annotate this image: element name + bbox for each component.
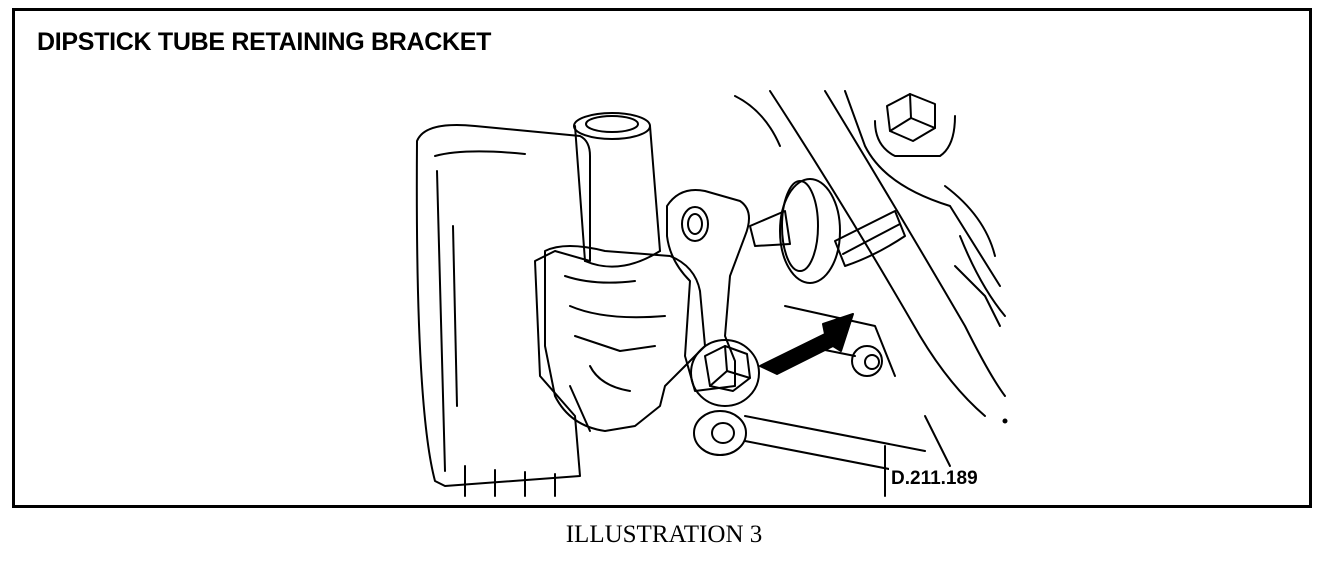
retaining-bracket: [666, 189, 750, 392]
technical-drawing: [415, 90, 1008, 497]
bolt-icon: [690, 339, 760, 407]
figure-title: DIPSTICK TUBE RETAINING BRACKET: [37, 28, 492, 56]
arrow-icon: [759, 313, 854, 375]
diagonal-hose: [769, 90, 1006, 417]
figure-caption: ILLUSTRATION 3: [565, 521, 763, 548]
casting-body: [544, 245, 706, 432]
drawing-reference-code: D.211.189: [889, 468, 980, 490]
tube-clip-icon: [834, 210, 906, 267]
lower-boss: [693, 410, 926, 477]
dipstick-tube: [573, 112, 661, 268]
engine-detail-right: [734, 90, 1008, 497]
pipe-stub: [749, 178, 841, 284]
hex-nut: [874, 93, 956, 157]
engine-housing: [415, 124, 591, 497]
figure-frame: DIPSTICK TUBE RETAINING BRACKET: [12, 8, 1312, 508]
